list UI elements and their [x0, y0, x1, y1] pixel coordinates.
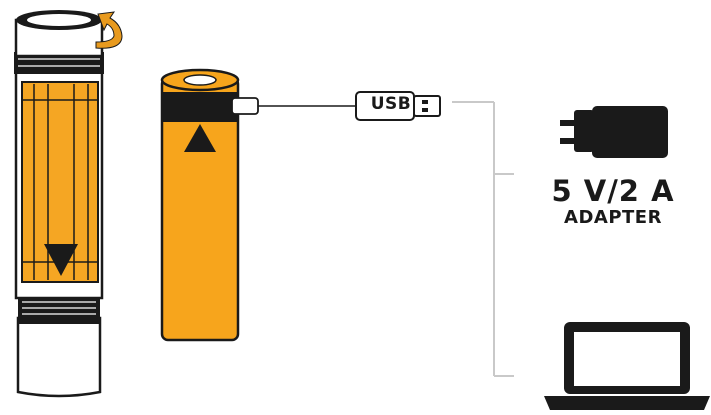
connector-bracket — [452, 101, 514, 377]
flashlight-head-ring — [14, 52, 104, 74]
battery — [160, 68, 240, 342]
usb-cable — [231, 91, 441, 121]
usb-a-plug-tip — [413, 95, 441, 117]
adapter-name-label: ADAPTER — [564, 207, 662, 228]
flashlight — [14, 10, 123, 398]
flashlight-tail — [16, 316, 102, 398]
battery-up-arrow-icon — [184, 124, 216, 152]
usb-c-plug — [231, 97, 259, 115]
usb-label: USB — [370, 94, 412, 114]
rotate-arrow-icon — [95, 11, 123, 49]
battery-top-band — [162, 92, 238, 122]
adapter-power-label: 5 V/2 A — [551, 174, 675, 208]
battery-terminal — [183, 74, 217, 86]
flashlight-down-arrow-icon — [44, 244, 78, 276]
wall-adapter-icon — [560, 106, 668, 158]
laptop-icon — [544, 322, 710, 410]
